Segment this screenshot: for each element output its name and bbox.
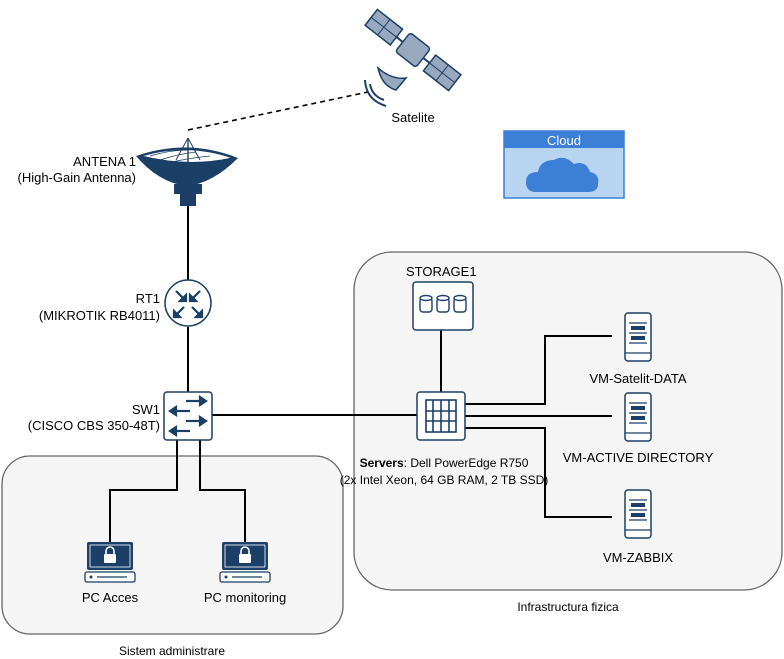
switch-icon — [163, 391, 213, 441]
satellite-icon — [364, 8, 462, 107]
vm-server-icon — [624, 489, 652, 539]
link-server-vm-zabbix — [465, 427, 612, 518]
group-sistem-administrare — [1, 455, 344, 635]
pc-label: PC Acces — [82, 590, 139, 605]
connections — [109, 91, 612, 542]
server-label-rest: : Dell PowerEdge R750 — [404, 456, 529, 470]
link-antenna-satellite — [187, 91, 369, 131]
switch-model: (CISCO CBS 350-48T) — [28, 418, 160, 433]
antenna-model: (High-Gain Antenna) — [17, 170, 136, 185]
link-switch-pc-monitoring — [199, 440, 246, 542]
cloud-label: Cloud — [547, 133, 581, 148]
cloud-node — [503, 130, 625, 199]
antenna-name: ANTENA 1 — [73, 154, 136, 169]
link-server-vm-satelit — [465, 335, 612, 405]
router-icon — [164, 279, 212, 327]
satellite-label: Satelite — [391, 110, 434, 125]
storage-icon — [412, 281, 474, 331]
antenna-dish-icon — [136, 137, 238, 206]
switch-name: SW1 — [132, 402, 160, 417]
group-infrastructura-fizica — [353, 251, 783, 591]
cloud-icon — [526, 157, 599, 192]
workstation-lock-icon — [219, 542, 271, 583]
server-rack-icon — [416, 391, 466, 441]
vm-label: VM-ACTIVE DIRECTORY — [563, 450, 714, 465]
server-specs: (2x Intel Xeon, 64 GB RAM, 2 TB SSD) — [340, 473, 549, 487]
pc-label: PC monitoring — [204, 590, 286, 605]
router-name: RT1 — [136, 291, 160, 306]
vm-server-icon — [624, 312, 652, 362]
link-switch-pc-acces — [109, 440, 178, 542]
server-label: Servers: Dell PowerEdge R750 — [360, 456, 529, 470]
vm-label: VM-ZABBIX — [603, 550, 673, 565]
vm-label: VM-Satelit-DATA — [589, 371, 686, 386]
server-label-bold: Servers — [360, 456, 404, 470]
router-model: (MIKROTIK RB4011) — [39, 308, 160, 323]
group-label-infra: Infrastructura fizica — [517, 600, 619, 614]
group-label-admin: Sistem administrare — [119, 644, 225, 658]
storage-name: STORAGE1 — [406, 264, 477, 279]
workstation-lock-icon — [84, 542, 136, 583]
vm-server-icon — [624, 392, 652, 442]
